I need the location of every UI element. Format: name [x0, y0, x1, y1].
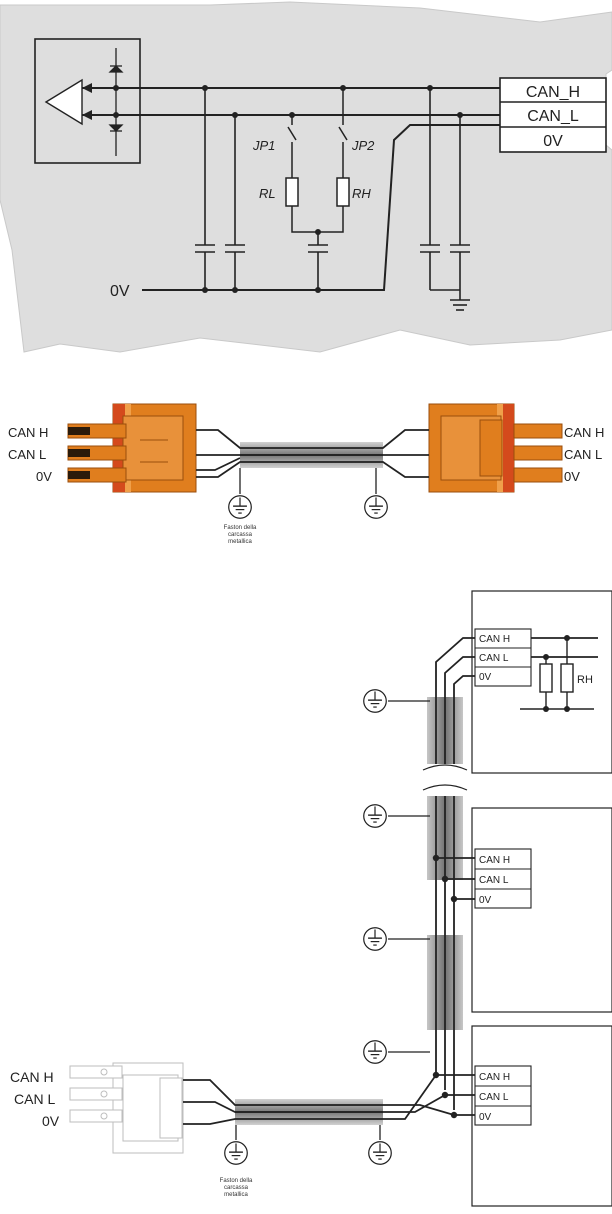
cable-right-label-0v: 0V — [564, 469, 580, 484]
transceiver-box — [34, 38, 141, 164]
node-middle-0v: 0V — [479, 895, 492, 906]
capacitors — [195, 88, 470, 291]
driver-triangle-icon — [44, 78, 83, 126]
vertical-ground-1-icon — [363, 689, 430, 713]
node-terminals-bottom: CAN H CAN L 0V — [474, 1065, 532, 1126]
jumper-jp1-label: JP1 — [252, 138, 275, 153]
left-connector — [67, 403, 197, 493]
bottom-faston-caption-line1: Faston della — [220, 1178, 253, 1184]
vertical-ground-2-icon — [363, 804, 430, 828]
resistor-rh-label: RH — [352, 186, 371, 201]
node-box-middle — [471, 807, 612, 1013]
faston-caption-line1: Faston della — [224, 525, 257, 531]
bottom-connector — [69, 1062, 184, 1154]
terminal-can-h: CAN_H — [526, 84, 580, 101]
bottom-ground-left-icon — [224, 1125, 248, 1165]
node-terminals-middle: CAN H CAN L 0V — [474, 848, 532, 909]
cable-section: Faston della carcassa metallica CAN H CA… — [8, 403, 604, 545]
ground-label: 0V — [110, 283, 130, 300]
node-top-can-h: CAN H — [479, 634, 510, 645]
cable-break — [424, 764, 466, 796]
node-top-0v: 0V — [479, 672, 492, 683]
schematic-panel — [0, 1, 612, 353]
cable-right-label-can-l: CAN L — [564, 447, 602, 462]
faston-caption-line2: carcassa — [228, 532, 253, 538]
node-bottom-can-l: CAN L — [479, 1092, 509, 1103]
network-nodes — [432, 635, 570, 1119]
right-connector — [428, 403, 563, 493]
network-termination — [520, 638, 594, 710]
vertical-ground-3-icon — [363, 927, 430, 951]
node-terminals-top: CAN H CAN L 0V — [474, 628, 532, 687]
tvs-diode-icon — [108, 48, 124, 156]
termination-network — [285, 88, 350, 233]
bottom-faston-caption-line2: carcassa — [224, 1185, 249, 1191]
jumper-jp2-label: JP2 — [351, 138, 375, 153]
network-left-label-0v: 0V — [42, 1113, 60, 1129]
faston-caption-line3: metallica — [228, 539, 252, 545]
node-middle-can-h: CAN H — [479, 855, 510, 866]
schematic-section: CAN_H CAN_L 0V 0V JP1 JP2 RL RH — [0, 1, 612, 353]
faston-ground-right-icon — [364, 468, 388, 519]
cable-left-label-0v: 0V — [36, 469, 52, 484]
cable-right-label-can-h: CAN H — [564, 425, 604, 440]
bottom-ground-right-icon — [368, 1125, 392, 1165]
node-bottom-can-h: CAN H — [479, 1072, 510, 1083]
node-top-can-l: CAN L — [479, 653, 509, 664]
cable-left-label-can-l: CAN L — [8, 447, 46, 462]
network-resistor-rh-label: RH — [577, 674, 593, 686]
terminal-block: CAN_H CAN_L 0V — [499, 77, 607, 153]
bottom-faston-caption-line3: metallica — [224, 1192, 248, 1198]
chassis-ground-icon — [450, 290, 470, 311]
bus-arrows — [82, 83, 92, 120]
terminal-0v: 0V — [543, 133, 563, 150]
node-middle-can-l: CAN L — [479, 875, 509, 886]
network-section: RL RH CAN H CAN L 0V CAN H CAN L 0V CAN … — [10, 590, 612, 1207]
node-bottom-0v: 0V — [479, 1112, 492, 1123]
network-left-label-can-h: CAN H — [10, 1069, 54, 1085]
faston-ground-left-icon — [228, 468, 252, 519]
cable-left-label-can-h: CAN H — [8, 425, 48, 440]
network-left-label-can-l: CAN L — [14, 1091, 55, 1107]
vertical-ground-4-icon — [363, 1040, 430, 1064]
resistor-rl-label: RL — [259, 186, 276, 201]
terminal-can-l: CAN_L — [527, 108, 579, 125]
